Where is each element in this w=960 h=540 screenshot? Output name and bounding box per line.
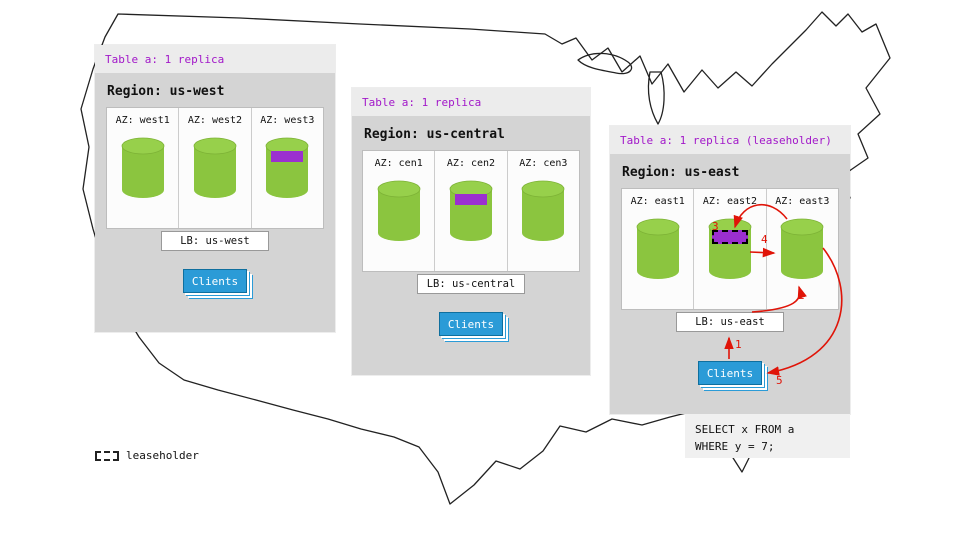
az-label: AZ: cen1 [374,158,423,169]
panel-us-central: Table a: 1 replica Region: us-central AZ… [352,88,590,375]
table-header-us-central: Table a: 1 replica [352,88,590,116]
lb-label: LB: us-west [180,235,250,247]
replica-cylinder [192,136,238,200]
az-label: AZ: cen3 [519,158,568,169]
az-column-east1: AZ: east1 [622,189,695,309]
az-column-west1: AZ: west1 [107,108,180,228]
az-group-us-east: AZ: east1 AZ: east2 [621,188,839,310]
az-label: AZ: west2 [187,115,243,126]
az-column-west2: AZ: west2 [179,108,252,228]
clients-box-us-east: Clients [698,361,762,385]
panel-us-east: Table a: 1 replica (leaseholder) Region:… [610,126,850,414]
legend: leaseholder [95,449,199,462]
az-column-cen1: AZ: cen1 [363,151,436,271]
sql-query-note: SELECT x FROM a WHERE y = 7; [685,414,850,458]
sql-line-1: SELECT x FROM a [695,423,795,436]
az-column-cen2: AZ: cen2 [435,151,508,271]
load-balancer-us-west: LB: us-west [161,231,269,251]
panel-us-west: Table a: 1 replica Region: us-west AZ: w… [95,45,335,332]
panel-body-us-west: Region: us-west AZ: west1 AZ: west2 [95,73,335,332]
az-column-east3: AZ: east3 [767,189,838,309]
lb-label: LB: us-central [426,278,516,290]
lb-label: LB: us-east [695,316,765,328]
sql-line-2: WHERE y = 7; [695,440,775,454]
az-column-west3: AZ: west3 [252,108,323,228]
table-replica-label: Table a: 1 replica [362,95,482,109]
leaseholder-band [711,230,748,244]
table-replica-label: Table a: 1 replica [105,52,225,66]
leaseholder-swatch-icon [95,450,119,461]
table-header-us-west: Table a: 1 replica [95,45,335,73]
replica-band [454,194,487,205]
panel-body-us-central: Region: us-central AZ: cen1 AZ: cen2 [352,116,590,375]
table-replica-label: Table a: 1 replica (leaseholder) [620,133,832,147]
az-label: AZ: west1 [115,115,170,126]
replica-cylinder [448,179,494,243]
lake-superior-outline [577,52,633,75]
az-group-us-west: AZ: west1 AZ: west2 [106,107,324,229]
replica-cylinder [120,136,166,200]
az-label: AZ: cen2 [446,158,496,169]
replica-cylinder [264,136,310,200]
clients-box-us-west: Clients [183,269,247,293]
panel-body-us-east: Region: us-east AZ: east1 AZ: east2 [610,154,850,414]
region-title-us-east: Region: us-east [622,165,740,180]
replica-cylinder [779,217,825,281]
clients-label: Clients [447,317,495,331]
az-column-east2: AZ: east2 [694,189,767,309]
replica-cylinder [635,217,681,281]
replica-cylinder [520,179,566,243]
az-column-cen3: AZ: cen3 [508,151,579,271]
replica-cylinder [376,179,422,243]
clients-label: Clients [191,274,239,288]
lake-michigan-outline [647,71,665,125]
az-group-us-central: AZ: cen1 AZ: cen2 [362,150,580,272]
load-balancer-us-central: LB: us-central [417,274,525,294]
clients-box-us-central: Clients [439,312,503,336]
az-label: AZ: east2 [702,196,758,207]
table-header-us-east: Table a: 1 replica (leaseholder) [610,126,850,154]
replica-cylinder [707,217,753,281]
az-label: AZ: east3 [775,196,830,207]
clients-label: Clients [706,366,754,380]
region-title-us-central: Region: us-central [364,127,505,142]
load-balancer-us-east: LB: us-east [676,312,784,332]
replica-band [271,151,304,162]
legend-label: leaseholder [126,449,199,462]
az-label: AZ: west3 [260,115,315,126]
az-label: AZ: east1 [630,196,685,207]
region-title-us-west: Region: us-west [107,84,225,99]
